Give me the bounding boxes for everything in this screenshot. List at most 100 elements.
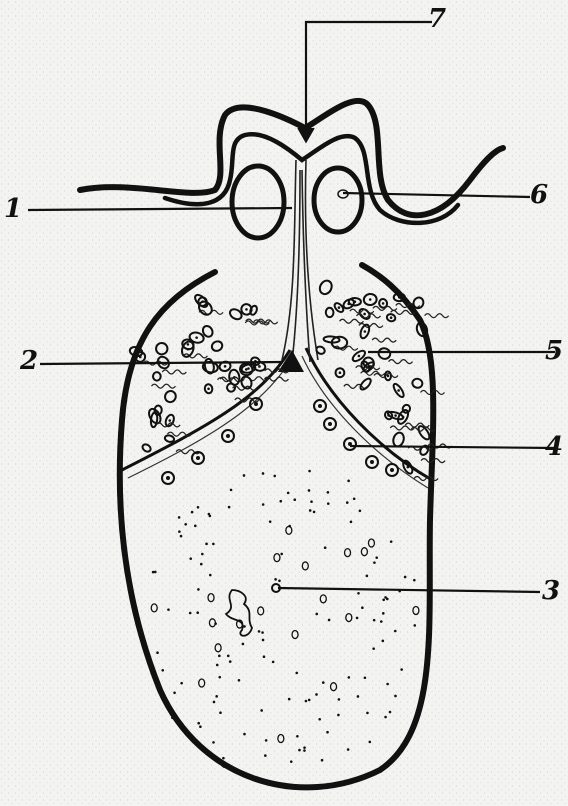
right-cell-nucleus (394, 414, 397, 417)
rim-cell-nucleus (254, 402, 258, 406)
cavity-dot (262, 472, 265, 475)
right-cell-nucleus (406, 466, 409, 469)
cavity-dot (321, 759, 324, 762)
rim-cell-nucleus (318, 404, 322, 408)
cavity-dot (196, 611, 199, 614)
label-1: 1 (4, 196, 22, 222)
cavity-dot (243, 733, 246, 736)
cavity-dot (238, 679, 241, 682)
cavity-dot (178, 530, 181, 533)
right-cell-nucleus (390, 316, 393, 319)
cavity-dot (390, 540, 393, 543)
cavity-dot (372, 647, 375, 650)
cavity-dot (269, 520, 272, 523)
cavity-dot (264, 754, 267, 757)
cavity-dot (413, 579, 416, 582)
cavity-dot (258, 630, 261, 633)
right-cell-nucleus (338, 306, 341, 309)
cavity-dot (324, 546, 327, 549)
cavity-dot (313, 511, 316, 514)
cavity-dot (295, 672, 298, 675)
cavity-dot (261, 631, 264, 634)
cavity-dot (309, 509, 312, 512)
right-cell-nucleus (382, 302, 385, 305)
cavity-dot (394, 630, 397, 633)
cavity-dot (400, 668, 403, 671)
cavity-dot (326, 731, 329, 734)
cavity-dot (274, 578, 277, 581)
cavity-dot (191, 511, 194, 514)
cavity-dot (347, 480, 350, 483)
cavity-dot (394, 695, 397, 698)
cavity-dot (389, 711, 392, 714)
cavity-dot (222, 757, 225, 760)
cavity-dot (296, 735, 299, 738)
cavity-dot (328, 619, 331, 622)
cavity-dot (213, 701, 216, 704)
cavity-dot (348, 676, 351, 679)
cavity-dot (230, 489, 233, 492)
cavity-dot (373, 561, 376, 564)
right-cell-nucleus (397, 389, 400, 392)
cavity-dot (243, 474, 246, 477)
cavity-dot (361, 606, 364, 609)
cavity-dot (303, 746, 306, 749)
cavity-dot (278, 580, 281, 583)
cavity-dot (265, 739, 268, 742)
cavity-dot (327, 491, 330, 494)
cavity-dot (310, 500, 313, 503)
label-5: 5 (545, 338, 563, 364)
cavity-dot (208, 513, 211, 516)
right-cell-nucleus (421, 328, 424, 331)
cavity-dot (167, 608, 170, 611)
cavity-dot (404, 576, 407, 579)
left-cell-nucleus (168, 419, 171, 422)
rim-cell-nucleus (166, 476, 170, 480)
cavity-dot (380, 620, 383, 623)
cavity-dot (346, 501, 349, 504)
cavity-dot (228, 506, 231, 509)
cavity-dot (180, 682, 183, 685)
cavity-dot (222, 764, 225, 767)
label-6: 6 (530, 182, 548, 208)
cavity-dot (156, 651, 159, 654)
cavity-dot (350, 521, 353, 524)
cavity-dot (199, 725, 202, 728)
cavity-dot (219, 711, 222, 714)
cavity-dot (218, 655, 221, 658)
left-cell-nucleus (187, 343, 190, 346)
left-cell-nucleus (245, 368, 248, 371)
cavity-dot (151, 672, 154, 675)
left-cell-nucleus (195, 336, 198, 339)
cavity-dot (366, 575, 369, 578)
cavity-dot (263, 655, 266, 658)
right-cell-nucleus (339, 371, 342, 374)
cavity-dot (205, 543, 208, 546)
cavity-dot (197, 722, 200, 725)
left-cell-nucleus (139, 356, 142, 359)
cavity-dot (308, 489, 311, 492)
cavity-dot (262, 503, 265, 506)
cavity-dot (338, 698, 341, 701)
cavity-dot (260, 709, 263, 712)
cavity-dot (189, 557, 192, 560)
cavity-dot (386, 683, 389, 686)
cavity-dot (201, 553, 204, 556)
cavity-dot (280, 553, 283, 556)
cavity-dot (202, 749, 205, 752)
cavity-dot (318, 718, 321, 721)
cavity-dot (214, 622, 217, 625)
label-3: 3 (542, 578, 560, 604)
cavity-dot (315, 693, 318, 696)
left-cell-nucleus (186, 348, 189, 351)
cavity-dot (356, 617, 359, 620)
cavity-dot (194, 525, 197, 528)
cavity-dot (364, 676, 367, 679)
cavity-dot (171, 716, 174, 719)
right-cell-nucleus (363, 313, 366, 316)
cavity-dot (303, 749, 306, 752)
cavity-dot (322, 681, 325, 684)
cavity-dot (173, 691, 176, 694)
